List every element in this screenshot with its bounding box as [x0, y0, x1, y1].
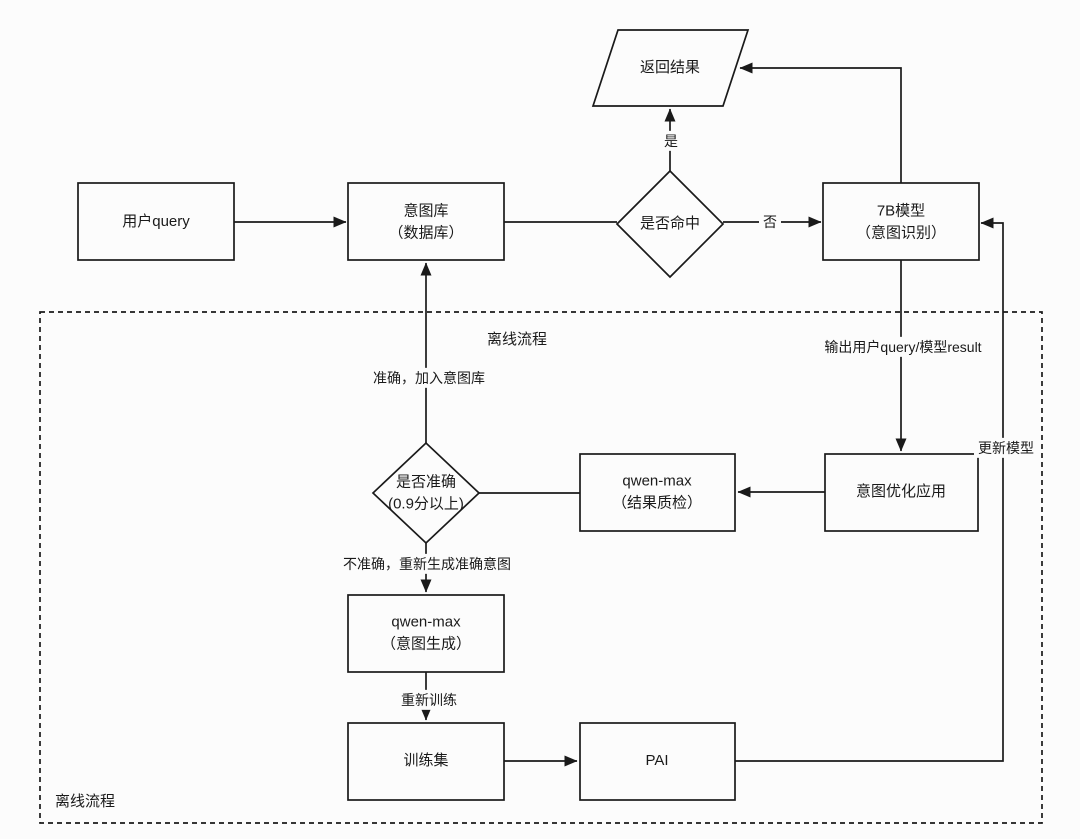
node-pai-label-text: PAI	[645, 752, 669, 770]
node-gen-qwen-label-line1: qwen-max	[391, 613, 461, 631]
node-hit-decision-shape	[615, 169, 725, 279]
node-intent-db-label: 意图库 （数据库）	[388, 200, 463, 244]
node-hit-decision-label-text: 是否命中	[639, 215, 701, 233]
node-accurate-decision-label-line1: 是否准确	[395, 473, 456, 491]
node-intent-opt-label-text: 意图优化应用	[855, 483, 947, 501]
node-model-7b-label-line1: 7B模型	[876, 202, 926, 220]
node-intent-db-label-line1: 意图库	[403, 202, 449, 220]
node-return-result-label-text: 返回结果	[639, 59, 701, 77]
node-pai-label: PAI	[645, 750, 668, 772]
node-model-7b-shape	[822, 182, 980, 261]
edge-label-inaccurate-regen: 不准确，重新生成准确意图	[339, 553, 515, 575]
node-accurate-decision-label-line2: (0.9分以上)	[388, 495, 464, 512]
edge-pai-to-model-7b	[735, 217, 1004, 762]
node-return-result-shape	[591, 29, 750, 107]
node-model-7b-label: 7B模型 （意图识别）	[856, 200, 946, 244]
node-qc-qwen-label: qwen-max （结果质检）	[612, 470, 702, 514]
edge-label-output-query-result: 输出用户query/模型result	[820, 336, 986, 358]
node-intent-db-shape	[347, 182, 505, 261]
node-qc-qwen-label-line2: （结果质检）	[611, 494, 703, 511]
edge-label-no: 否	[759, 211, 781, 233]
node-intent-opt-shape	[824, 453, 979, 532]
node-gen-qwen-shape	[347, 594, 505, 673]
edge-label-retrain: 重新训练	[397, 689, 461, 711]
node-train-set-label-text: 训练集	[403, 752, 449, 770]
node-model-7b-label-line2: （意图识别）	[855, 224, 947, 241]
node-train-set-shape	[347, 722, 505, 801]
offline-region-top-label: 离线流程	[486, 331, 548, 349]
offline-region-corner-label: 离线流程	[55, 793, 116, 810]
node-user-query-label: 用户query	[122, 211, 190, 233]
edge-label-yes: 是	[660, 130, 682, 152]
edge-label-update-model: 更新模型	[974, 437, 1038, 459]
node-return-result-label: 返回结果	[640, 57, 700, 79]
edge-model-7b-to-return-result	[739, 62, 902, 183]
node-user-query-label-text: 用户query	[122, 213, 190, 231]
node-gen-qwen-label: qwen-max （意图生成）	[381, 611, 471, 655]
node-train-set-label: 训练集	[403, 750, 448, 772]
node-intent-db-label-line2: （数据库）	[388, 224, 464, 241]
node-user-query-shape	[77, 182, 235, 261]
offline-region-border	[39, 311, 1043, 824]
node-qc-qwen-label-line1: qwen-max	[622, 472, 692, 490]
node-accurate-decision-shape	[371, 441, 481, 545]
node-qc-qwen-shape	[579, 453, 736, 532]
node-accurate-decision-label: 是否准确 (0.9分以上)	[388, 471, 464, 515]
edge-label-accurate-add: 准确，加入意图库	[369, 367, 489, 389]
node-gen-qwen-label-line2: （意图生成）	[380, 635, 472, 652]
node-pai-shape	[579, 722, 736, 801]
node-intent-opt-label: 意图优化应用	[856, 481, 946, 503]
node-hit-decision-label: 是否命中	[640, 213, 700, 235]
